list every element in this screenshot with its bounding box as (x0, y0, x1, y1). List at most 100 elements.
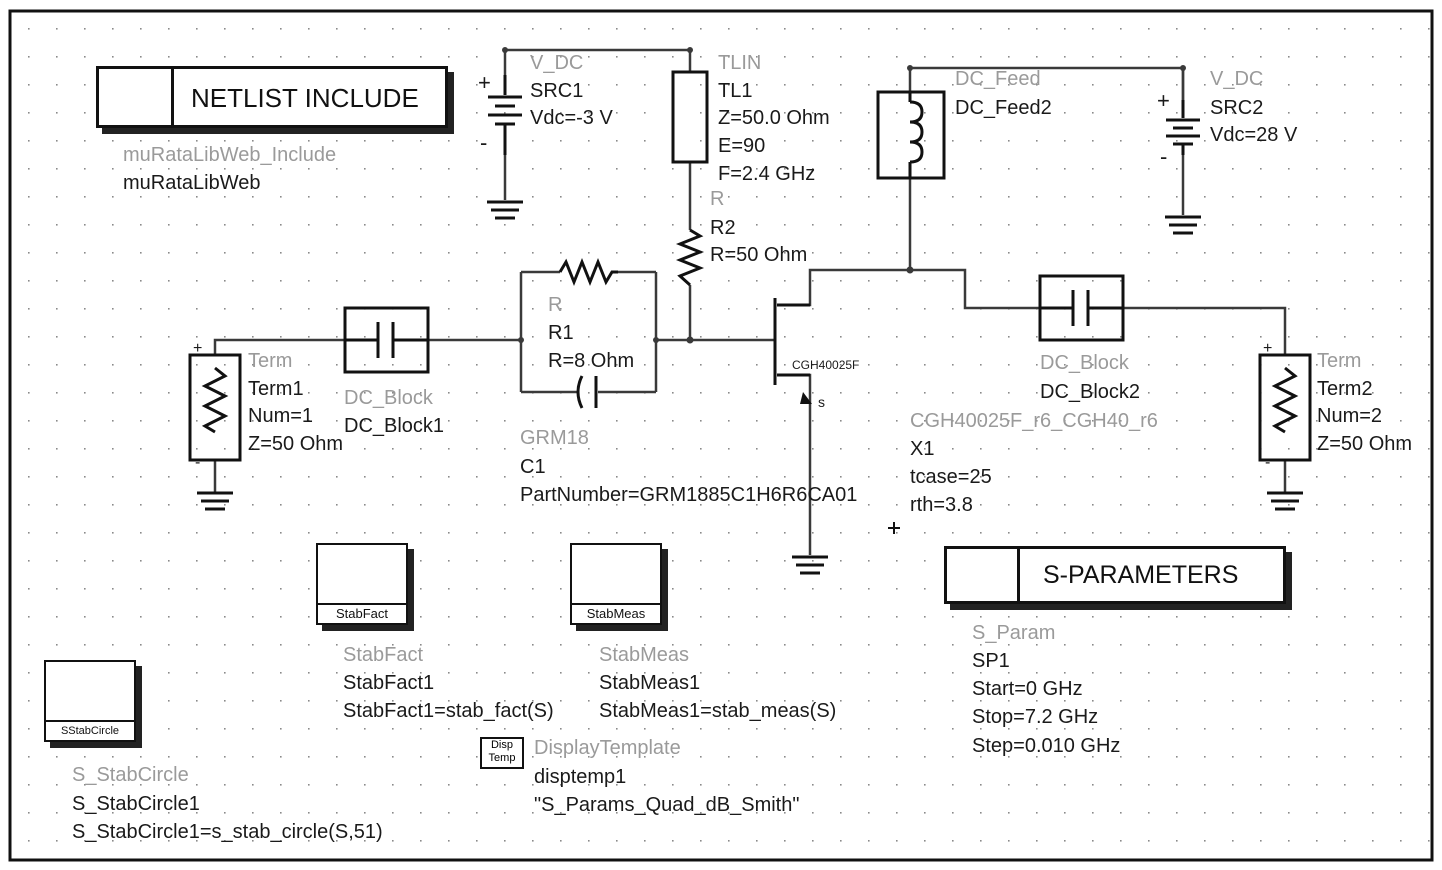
r1-value-label: R=8 Ohm (548, 350, 635, 372)
dc-block1-symbol[interactable] (343, 306, 430, 374)
s-parameters-title: S-PARAMETERS (1043, 561, 1239, 589)
term1-num-label: Num=1 (248, 405, 314, 427)
stabfact-type-label: StabFact (343, 644, 424, 666)
netlist-name-label: muRataLibWeb (123, 172, 261, 194)
sparams-divider (1017, 549, 1020, 601)
stabfact-expr-label: StabFact1=stab_fact(S) (343, 700, 554, 722)
sparams-stop-label: Stop=7.2 GHz (972, 706, 1099, 728)
c1-part-label: PartNumber=GRM1885C1H6R6CA01 (520, 484, 858, 506)
term1-type-label: Term (248, 350, 293, 372)
netlist-include-title: NETLIST INCLUDE (191, 83, 419, 113)
fet-x1-symbol[interactable] (773, 298, 812, 404)
term2-name-label: Term2 (1317, 378, 1373, 400)
dc-block1-name-label: DC_Block1 (344, 415, 445, 437)
display-template-icon-bottom: Temp (488, 752, 516, 764)
x1-name-label: X1 (910, 438, 935, 460)
term1-minus-sign: - (195, 454, 201, 471)
src2-battery-symbol[interactable] (1166, 100, 1200, 155)
src2-name-label: SRC2 (1210, 97, 1264, 119)
junction-dots (502, 47, 1186, 344)
x1-rth-label: rth=3.8 (910, 494, 973, 516)
stabfact-name-label: StabFact1 (343, 672, 435, 694)
term1-z-label: Z=50 Ohm (248, 433, 344, 455)
src1-type-label: V_DC (530, 52, 584, 74)
tl1-f-label: F=2.4 GHz (718, 163, 816, 185)
stabfact-icon-label: StabFact (318, 603, 406, 623)
tl1-symbol[interactable] (671, 70, 709, 164)
src2-type-label: V_DC (1210, 68, 1264, 90)
display-template-icon-top: Disp (490, 739, 513, 751)
dc-block2-type-label: DC_Block (1040, 352, 1129, 374)
r1-symbol[interactable] (558, 257, 618, 287)
dc-block2-symbol[interactable] (1038, 274, 1125, 342)
stabcircle-icon-label: SStabCircle (46, 720, 134, 740)
display-template-name-label: disptemp1 (534, 766, 627, 788)
term2-z-label: Z=50 Ohm (1317, 433, 1413, 455)
x1-type-label: CGH40025F_r6_CGH40_r6 (910, 410, 1158, 432)
src1-value-label: Vdc=-3 V (530, 107, 613, 129)
sparams-step-label: Step=0.010 GHz (972, 735, 1121, 757)
dc-feed2-symbol[interactable] (876, 90, 946, 180)
tl1-type-label: TLIN (718, 52, 762, 74)
sparams-type-label: S_Param (972, 622, 1056, 644)
stabmeas-component[interactable]: StabMeas (570, 543, 662, 625)
dc-block1-type-label: DC_Block (344, 387, 433, 409)
cursor-crosshair-icon (888, 522, 900, 534)
c1-type-label: GRM18 (520, 427, 589, 449)
c1-name-label: C1 (520, 456, 546, 478)
wires (213, 48, 1287, 555)
r2-type-label: R (710, 188, 725, 210)
x1-tcase-label: tcase=25 (910, 466, 992, 488)
term1-symbol[interactable] (188, 353, 242, 462)
netlist-divider (171, 69, 174, 125)
r2-value-label: R=50 Ohm (710, 244, 808, 266)
term1-plus-sign: + (193, 340, 203, 357)
src2-plus-sign: + (1157, 88, 1170, 113)
dc-feed2-type-label: DC_Feed (955, 68, 1041, 90)
sheet-border (8, 9, 1434, 862)
src1-minus-sign: - (480, 130, 488, 155)
term2-plus-sign: + (1263, 340, 1273, 357)
r2-symbol[interactable] (675, 228, 705, 287)
term1-name-label: Term1 (248, 378, 304, 400)
sparams-start-label: Start=0 GHz (972, 678, 1083, 700)
ground-symbol-src1 (487, 200, 523, 220)
dc-block2-name-label: DC_Block2 (1040, 381, 1141, 403)
term2-symbol[interactable] (1258, 353, 1312, 462)
term2-minus-sign: - (1265, 454, 1271, 471)
r1-name-label: R1 (548, 322, 574, 344)
c1-symbol[interactable] (576, 375, 598, 409)
stabcircle-name-label: S_StabCircle1 (72, 793, 200, 815)
netlist-include-component[interactable]: NETLIST INCLUDE (96, 66, 448, 128)
dc-feed2-name-label: DC_Feed2 (955, 97, 1052, 119)
src2-minus-sign: - (1160, 144, 1168, 169)
ground-symbol-src2 (1165, 215, 1201, 235)
stabmeas-type-label: StabMeas (599, 644, 690, 666)
fet-source-pin-label: s (818, 394, 825, 410)
ground-symbol-fet-source (792, 555, 828, 575)
src1-plus-sign: + (478, 70, 491, 95)
s-parameters-component[interactable]: S-PARAMETERS (944, 546, 1286, 604)
tl1-name-label: TL1 (718, 80, 753, 102)
ground-symbol-term1 (197, 491, 233, 511)
tl1-z-label: Z=50.0 Ohm (718, 107, 830, 129)
tl1-e-label: E=90 (718, 135, 766, 157)
netlist-type-label: muRataLibWeb_Include (123, 144, 337, 166)
stabmeas-name-label: StabMeas1 (599, 672, 701, 694)
display-template-type-label: DisplayTemplate (534, 737, 681, 759)
display-template-component[interactable]: Disp Temp (480, 737, 524, 769)
stabcircle-expr-label: S_StabCircle1=s_stab_circle(S,51) (72, 821, 383, 843)
term2-num-label: Num=2 (1317, 405, 1383, 427)
stabfact-component[interactable]: StabFact (316, 543, 408, 625)
fet-device-label: CGH40025F (792, 358, 860, 372)
ground-symbol-term2 (1267, 491, 1303, 511)
stabmeas-expr-label: StabMeas1=stab_meas(S) (599, 700, 837, 722)
src1-name-label: SRC1 (530, 80, 584, 102)
src1-battery-symbol[interactable] (488, 75, 522, 155)
grid-dots (28, 28, 1430, 842)
stabmeas-icon-label: StabMeas (572, 603, 660, 623)
components (188, 47, 1312, 575)
stabcircle-component[interactable]: SStabCircle (44, 660, 136, 742)
display-template-value-label: "S_Params_Quad_dB_Smith" (534, 794, 800, 816)
